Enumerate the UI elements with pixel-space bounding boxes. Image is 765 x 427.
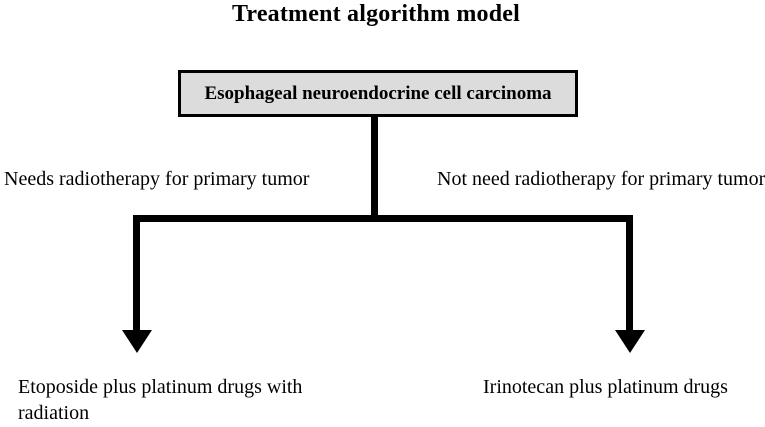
root-node-label: Esophageal neuroendocrine cell carcinoma [204, 82, 552, 104]
branch-condition-right: Not need radiotherapy for primary tumor [437, 168, 765, 190]
connector-right-drop [626, 215, 633, 332]
branch-condition-left: Needs radiotherapy for primary tumor [4, 168, 310, 190]
connector-stem [371, 117, 378, 218]
root-node-box: Esophageal neuroendocrine cell carcinoma [178, 70, 578, 117]
down-arrow-icon-right [615, 330, 645, 353]
connector-left-drop [133, 215, 140, 332]
branch-outcome-left: Etoposide plus platinum drugs with radia… [18, 376, 303, 424]
branch-outcome-right: Irinotecan plus platinum drugs [483, 376, 728, 398]
figure-title: Treatment algorithm model [231, 1, 521, 27]
down-arrow-icon-left [122, 330, 152, 353]
connector-horizontal-bar [133, 215, 633, 222]
